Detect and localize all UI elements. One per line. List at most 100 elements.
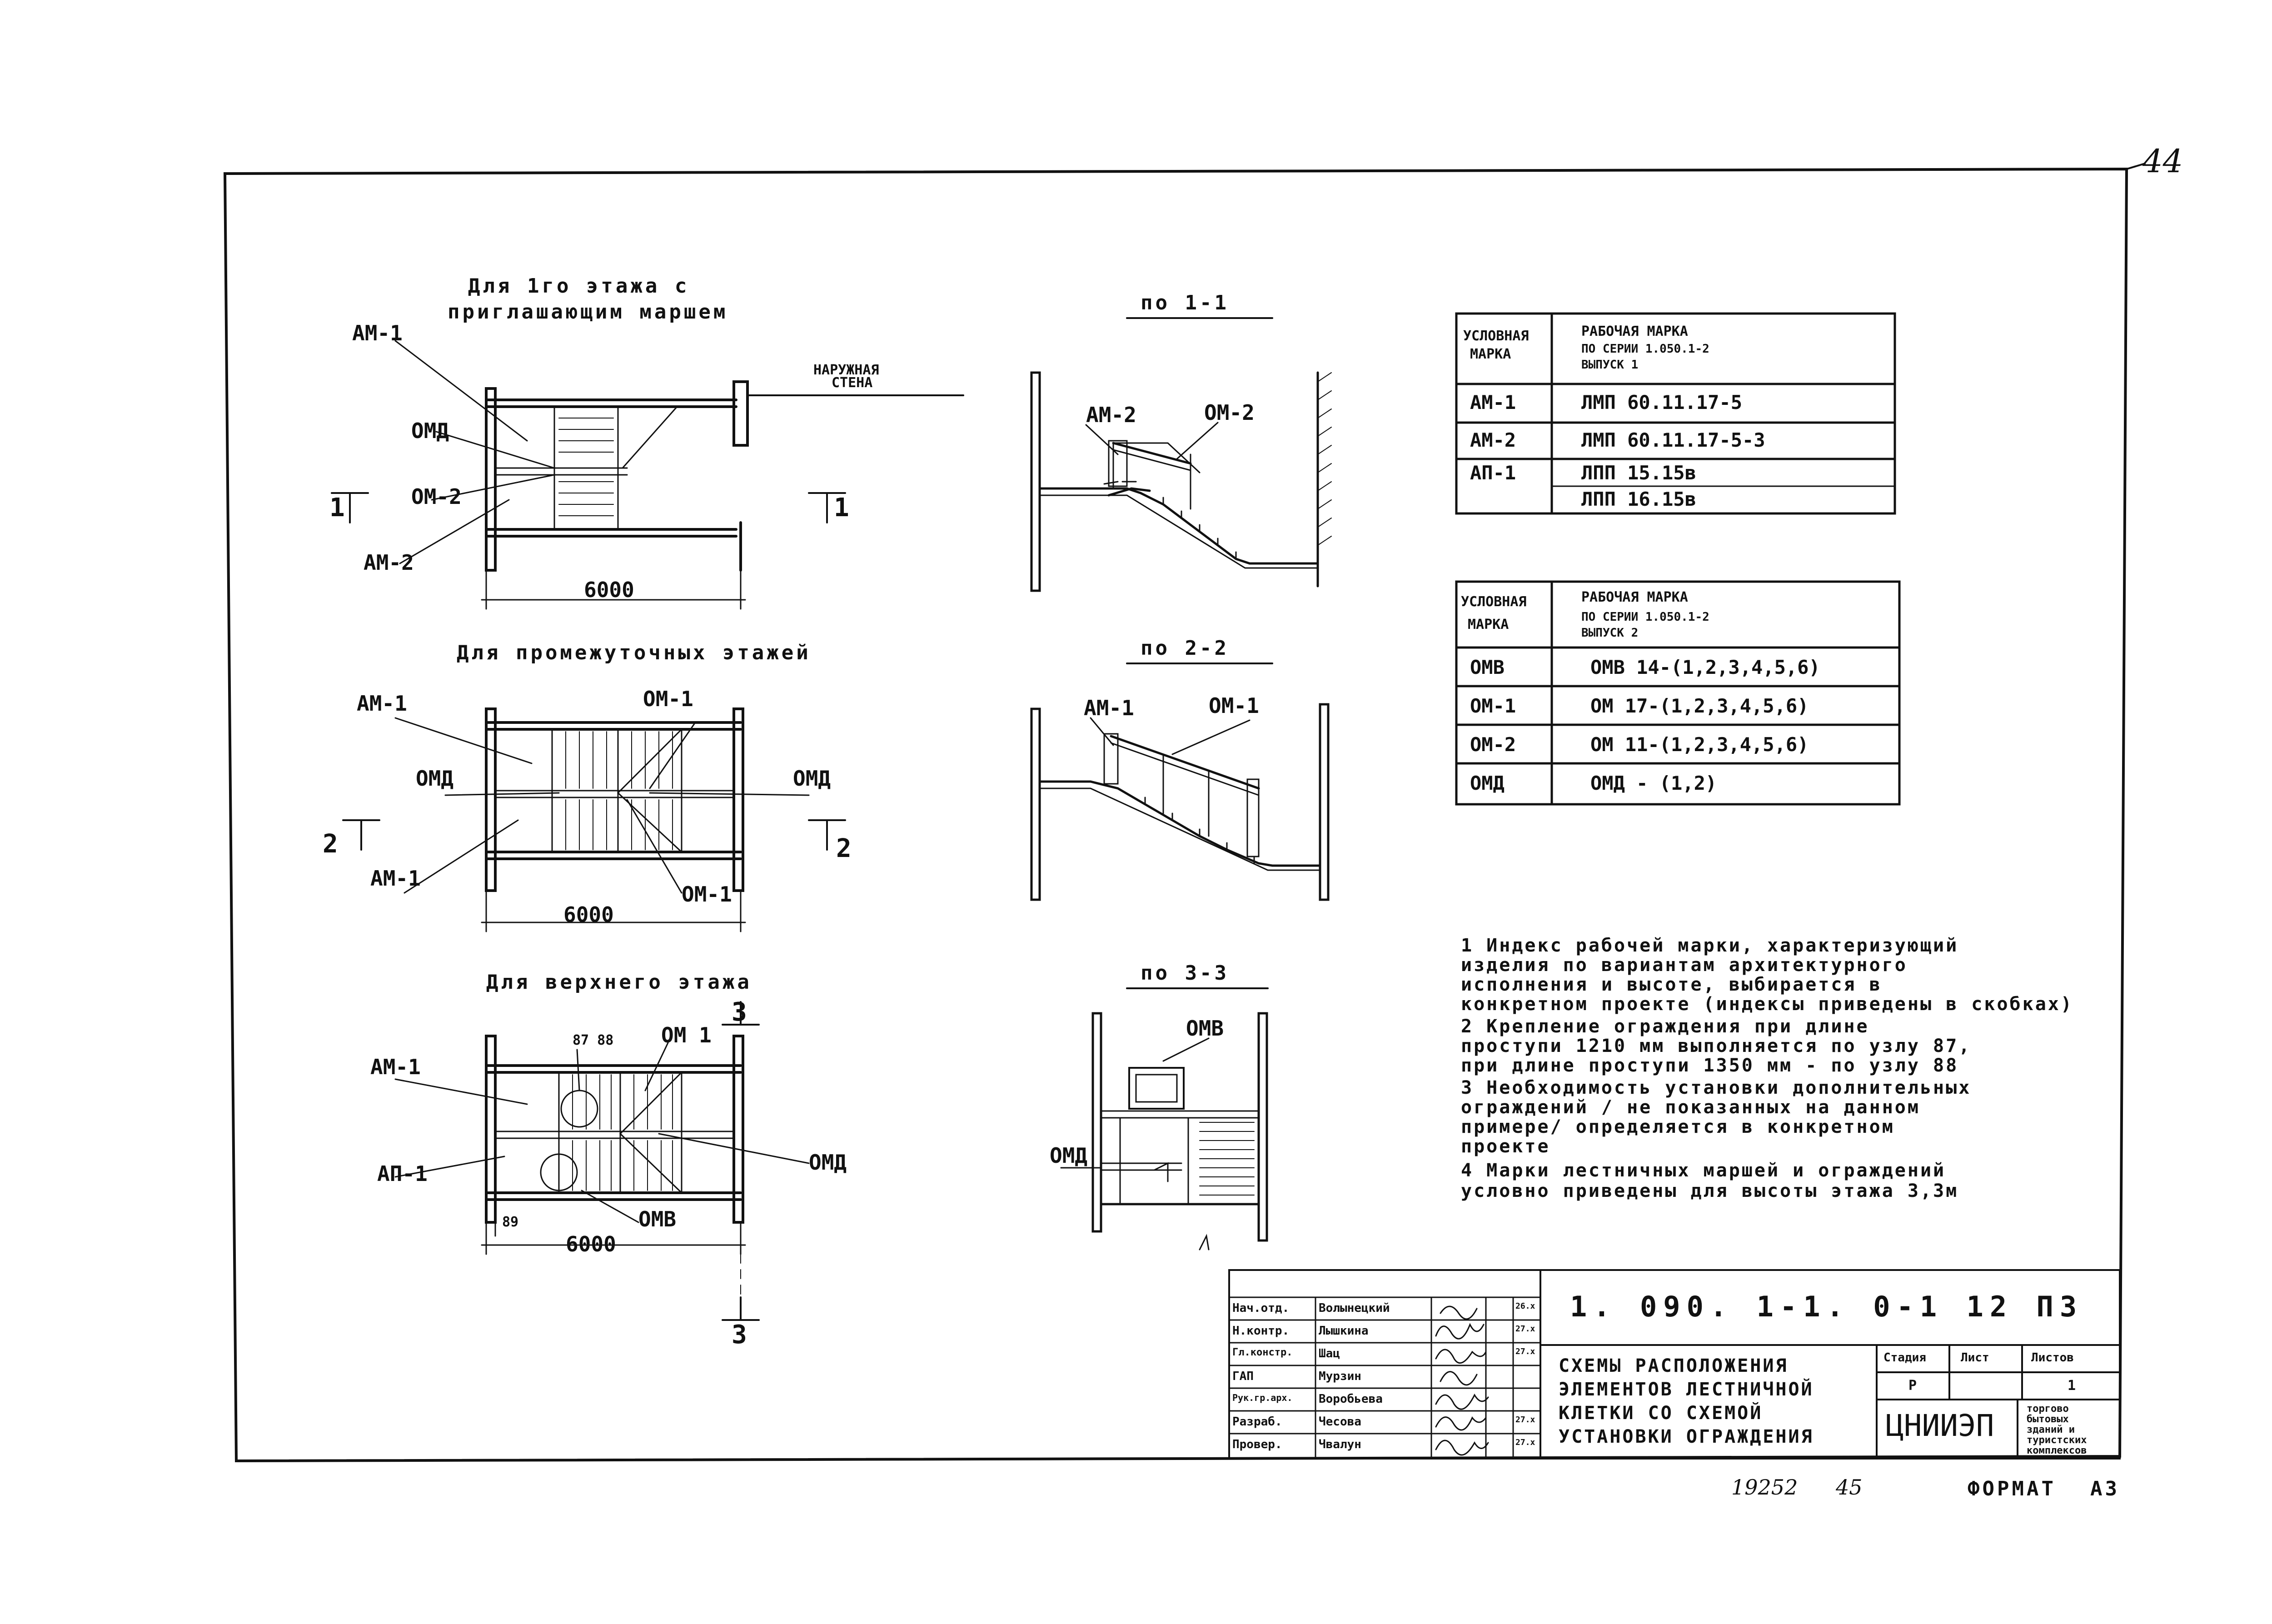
table1-row1-value: ЛМП 60.11.17-5 — [1581, 391, 1743, 413]
drawing-title-line4: УСТАНОВКИ ОГРАЖДЕНИЯ — [1559, 1426, 1814, 1447]
plan3-section-mark-bottom: 3 — [732, 1320, 747, 1350]
plan1-label-am1: АМ-1 — [352, 321, 403, 345]
section1-label-am: АМ-2 — [1086, 403, 1136, 427]
note4-line1: 4 Марки лестничных маршей и ограждений — [1461, 1160, 1946, 1181]
plan1-label-wall-line1: НАРУЖНАЯ — [813, 362, 879, 378]
staff-name: Волынецкий — [1319, 1301, 1390, 1315]
drawing-designation: 1. 090. 1-1. 0-1 12 ПЗ — [1570, 1290, 2083, 1323]
plan2-section-mark-left: 2 — [323, 829, 338, 859]
plan3-section-mark-top: 3 — [732, 997, 747, 1027]
format-label: ФОРМАТ — [1968, 1477, 2056, 1500]
footer-number: 45 — [1836, 1475, 1863, 1499]
staff-name: Шац — [1319, 1347, 1340, 1360]
plan3-label-am1: АМ-1 — [370, 1055, 421, 1079]
plan3-label-ap1: АП-1 — [377, 1161, 428, 1186]
section-3-3 — [1060, 987, 1269, 1250]
staff-role: Рук.гр.арх. — [1232, 1392, 1293, 1403]
section3-title: по 3-3 — [1141, 961, 1229, 985]
plan1-label-omd: ОМД — [411, 418, 449, 443]
drawing-title-line1: СХЕМЫ РАСПОЛОЖЕНИЯ — [1559, 1355, 1789, 1376]
table2-row1-value: ОМВ 14-(1,2,3,4,5,6) — [1590, 656, 1820, 678]
section1-label-om: ОМ-2 — [1204, 400, 1255, 425]
staff-name: Чесова — [1319, 1415, 1361, 1429]
staff-role: Разраб. — [1232, 1415, 1282, 1429]
staff-role: ГАП — [1232, 1370, 1254, 1383]
plan3-label-omv: ОМВ — [638, 1207, 677, 1231]
table2-row3-value: ОМ 11-(1,2,3,4,5,6) — [1590, 733, 1809, 756]
plan2-label-om1-bottom: ОМ-1 — [682, 882, 732, 907]
plan2-label-am1-bottom: АМ-1 — [370, 866, 421, 891]
table1-grid — [1455, 312, 1896, 515]
staff-date: 27.х — [1515, 1438, 1535, 1447]
plan1-title-line2: пригла­шающим маршем — [448, 300, 728, 324]
note4-line2: условно приведены для высоты этажа 3,3м — [1461, 1181, 1959, 1201]
plan1-label-wall-line2: СТЕНА — [832, 375, 873, 391]
staff-date: 27.х — [1515, 1347, 1535, 1356]
section1-title: по 1-1 — [1141, 291, 1229, 314]
drawing-title-line2: ЭЛЕМЕНТОВ ЛЕСТНИЧНОЙ — [1559, 1379, 1814, 1400]
section2-label-am: АМ-1 — [1084, 696, 1134, 720]
table1-row2-mark: АМ-2 — [1470, 429, 1516, 451]
plan1-section-mark-right: 1 — [834, 493, 849, 523]
staff-date: 27.х — [1515, 1324, 1535, 1334]
organization-logo: ЦНИИЭП — [1886, 1408, 1994, 1443]
section2-label-om: ОМ-1 — [1209, 693, 1259, 718]
sheet-number: 44 — [2142, 143, 2183, 180]
table1-row4-value: ЛПП 16.15в — [1581, 488, 1696, 510]
signatures — [1435, 1305, 1489, 1456]
table1-h2-line2: ПО СЕРИИ 1.050.1-2 — [1581, 342, 1709, 356]
section-2-2 — [1030, 663, 1330, 901]
note1-line1: 1 Индекс рабочей марки, характеризующий — [1461, 935, 1959, 956]
table2-row2-mark: ОМ-1 — [1470, 695, 1516, 717]
section3-label-omd: ОМД — [1050, 1143, 1088, 1168]
plan2-label-am1-top: АМ-1 — [357, 691, 407, 716]
stage-value: Р — [1908, 1378, 1917, 1394]
table2-row1-mark: ОМВ — [1470, 656, 1505, 678]
plan1-label-om2: ОМ-2 — [411, 484, 462, 509]
staff-name: Воробьева — [1319, 1392, 1383, 1406]
inventory-number: 19252 — [1731, 1475, 1798, 1499]
note1-line3: исполнения и высоте, выбирается в — [1461, 974, 1882, 995]
table2-h2-line1: РАБОЧАЯ МАРКА — [1581, 589, 1688, 605]
plan2-label-omd-left: ОМД — [416, 766, 454, 791]
plan2-title: Для промежуточных этажей — [457, 641, 811, 664]
plan1-section-mark-left: 1 — [329, 493, 345, 523]
drawing-title-line3: КЛЕТКИ СО СХЕМОЙ — [1559, 1403, 1763, 1424]
table1-h1-line1: УСЛОВНАЯ — [1463, 328, 1529, 344]
plan-middle-floors — [342, 707, 846, 932]
note2-line1: 2 Крепление ограждения при длине — [1461, 1016, 1869, 1037]
table2-grid — [1455, 580, 1901, 806]
staff-name: Мурзин — [1319, 1370, 1361, 1383]
plan3-title: Для верхнего этажа — [486, 971, 752, 994]
org-sub-line1: торгово — [2027, 1403, 2069, 1415]
note2-line2: проступи 1210 мм выполняется по узлу 87, — [1461, 1036, 1972, 1056]
table1-row3-mark: АП-1 — [1470, 462, 1516, 484]
sheet-label: Лист — [1961, 1351, 1989, 1365]
note3-line3: примере/ определяется в конкретном — [1461, 1116, 1895, 1137]
note3-line4: проекте — [1461, 1136, 1550, 1157]
plan1-label-am2: АМ-2 — [364, 550, 414, 575]
plan1-title-line1: Для 1го этажа с — [468, 274, 690, 298]
staff-role: Провер. — [1232, 1438, 1282, 1451]
table1-h2-line3: ВЫПУСК 1 — [1581, 358, 1639, 372]
table1-row2-value: ЛМП 60.11.17-5-3 — [1581, 429, 1765, 451]
note3-line2: ограждений / не показанных на данном — [1461, 1097, 1920, 1118]
table2-h2-line3: ВЫПУСК 2 — [1581, 626, 1639, 640]
section3-label-omv: ОМВ — [1186, 1016, 1224, 1041]
plan3-dimension: 6000 — [566, 1232, 616, 1256]
note1-line4: конкретном проекте (индексы приведены в … — [1461, 994, 2073, 1015]
plan3-label-om1: ОМ 1 — [661, 1023, 712, 1047]
note3-line1: 3 Необходимость установки дополнительных — [1461, 1077, 1972, 1098]
table1-h2-line1: РАБОЧАЯ МАРКА — [1581, 324, 1688, 339]
sheet-frame — [223, 167, 2128, 1463]
section-1-1 — [1030, 317, 1319, 592]
plan2-label-omd-right: ОМД — [793, 766, 831, 791]
plan3-label-89: 89 — [502, 1214, 519, 1230]
org-sub-line5: комплексов — [2027, 1445, 2087, 1456]
plan3-label-omd: ОМД — [809, 1150, 847, 1175]
note2-line3: при длине проступи 1350 мм - по узлу 88 — [1461, 1055, 1959, 1076]
table1-h1-line2: МАРКА — [1470, 346, 1511, 362]
staff-date: 27.х — [1515, 1415, 1535, 1425]
org-sub-line2: бытовых — [2027, 1414, 2069, 1425]
